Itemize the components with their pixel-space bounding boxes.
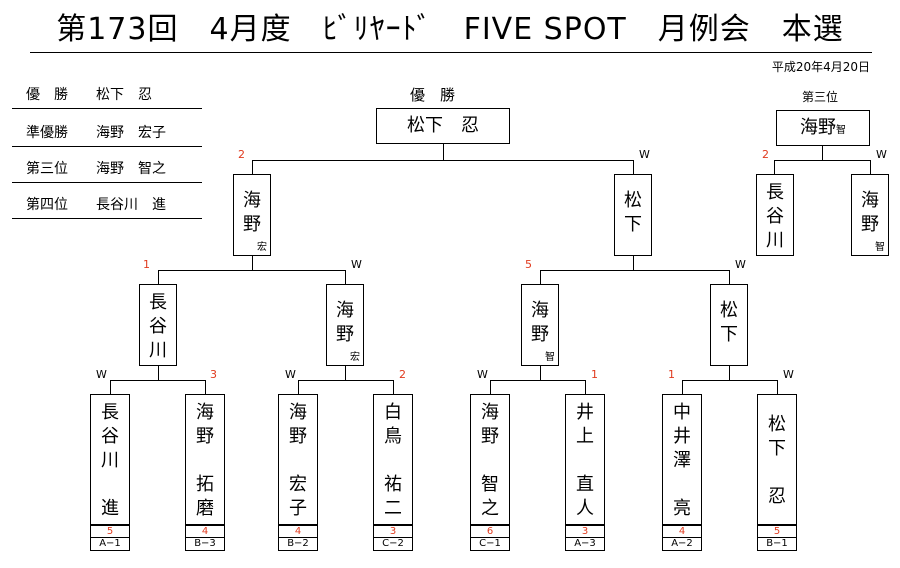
third-place-label: 第三位 <box>802 90 839 104</box>
score-semi: 1 <box>143 258 150 271</box>
player-seed: C−1 <box>470 537 510 551</box>
champion-box: 松下 忍 <box>376 108 510 144</box>
page-title: 第173回 4月度 ﾋﾞﾘﾔｰﾄﾞ FIVE SPOT 月例会 本選 <box>56 12 844 47</box>
finalist-left: 海 野 宏 <box>233 174 271 256</box>
third-right-sub: 智 <box>875 242 885 253</box>
score-round1: W <box>477 368 488 381</box>
final-label: 優 勝 <box>410 86 456 104</box>
semifinalist-name: 海 野 <box>531 300 549 345</box>
third-place-name: 海野 <box>800 117 836 138</box>
result-label: 優 勝 <box>26 87 68 103</box>
result-name: 海野 智之 <box>96 161 166 177</box>
semifinalist-name: 長 谷 川 <box>149 292 167 361</box>
player-name: 松 下 忍 <box>768 414 786 507</box>
score-semi: 5 <box>525 258 532 271</box>
player-name: 海 野 拓 磨 <box>196 402 214 519</box>
player-box: 白 鳥 祐 二 <box>373 394 413 525</box>
player-name: 長 谷 川 進 <box>101 402 119 519</box>
semifinalist-sub: 宏 <box>350 352 360 363</box>
player-name: 白 鳥 祐 二 <box>384 402 402 519</box>
player-box: 海 野 智 之 <box>470 394 510 525</box>
player-box: 海 野 拓 磨 <box>185 394 225 525</box>
result-row-third: 第三位 海野 智之 <box>12 161 202 183</box>
result-row-fourth: 第四位 長谷川 進 <box>12 197 202 219</box>
event-date: 平成20年4月20日 <box>771 60 870 74</box>
finalist-sub: 宏 <box>257 242 267 253</box>
result-label: 準優勝 <box>26 125 68 141</box>
semifinalist-box: 海 野 智 <box>521 284 559 366</box>
score-final-left: 2 <box>238 148 245 161</box>
title-underline <box>30 52 872 53</box>
score-round1: W <box>285 368 296 381</box>
player-box: 松 下 忍 <box>757 394 797 525</box>
score-semi: W <box>351 258 362 271</box>
score-round1: W <box>96 368 107 381</box>
score-round1: 1 <box>591 368 598 381</box>
player-seed: C−2 <box>373 537 413 551</box>
finalist-right: 松 下 <box>614 174 652 256</box>
player-seed: A−2 <box>662 537 702 551</box>
player-name: 海 野 智 之 <box>481 402 499 519</box>
third-left-name: 長 谷 川 <box>766 182 784 251</box>
player-box: 長 谷 川 進 <box>90 394 130 525</box>
score-round1: W <box>783 368 794 381</box>
result-row-runner-up: 準優勝 海野 宏子 <box>12 125 202 147</box>
third-place-sub: 智 <box>836 125 846 136</box>
semifinalist-box: 海 野 宏 <box>326 284 364 366</box>
result-name: 海野 宏子 <box>96 125 166 141</box>
player-name: 中 井 澤 亮 <box>673 402 691 519</box>
semifinalist-box: 長 谷 川 <box>139 284 177 366</box>
player-seed: B−2 <box>278 537 318 551</box>
semifinalist-box: 松 下 <box>710 284 748 366</box>
player-name: 海 野 宏 子 <box>289 402 307 519</box>
player-seed: A−3 <box>565 537 605 551</box>
score-semi: W <box>735 258 746 271</box>
result-label: 第四位 <box>26 197 68 213</box>
champion-name: 松下 忍 <box>407 115 479 136</box>
score-round1: 1 <box>668 368 675 381</box>
player-box: 井 上 直 人 <box>565 394 605 525</box>
score-third-right: W <box>876 148 887 161</box>
player-name: 井 上 直 人 <box>576 402 594 519</box>
semifinalist-name: 海 野 <box>336 300 354 345</box>
finalist-name: 海 野 <box>243 190 261 235</box>
semifinalist-sub: 智 <box>545 352 555 363</box>
score-round1: 2 <box>399 368 406 381</box>
result-name: 松下 忍 <box>96 87 152 103</box>
result-name: 長谷川 進 <box>96 197 166 213</box>
third-place-box: 海野智 <box>776 110 870 146</box>
semifinalist-name: 松 下 <box>720 300 738 345</box>
score-round1: 3 <box>210 368 217 381</box>
result-label: 第三位 <box>26 161 68 177</box>
result-row-winner: 優 勝 松下 忍 <box>12 87 202 109</box>
score-third-left: 2 <box>762 148 769 161</box>
player-seed: B−1 <box>757 537 797 551</box>
third-right-box: 海 野 智 <box>851 174 889 256</box>
third-left-box: 長 谷 川 <box>756 174 794 256</box>
player-box: 海 野 宏 子 <box>278 394 318 525</box>
player-seed: B−3 <box>185 537 225 551</box>
score-final-right: W <box>639 148 650 161</box>
player-box: 中 井 澤 亮 <box>662 394 702 525</box>
finalist-name: 松 下 <box>624 190 642 235</box>
player-seed: A−1 <box>90 537 130 551</box>
third-right-name: 海 野 <box>861 190 879 235</box>
